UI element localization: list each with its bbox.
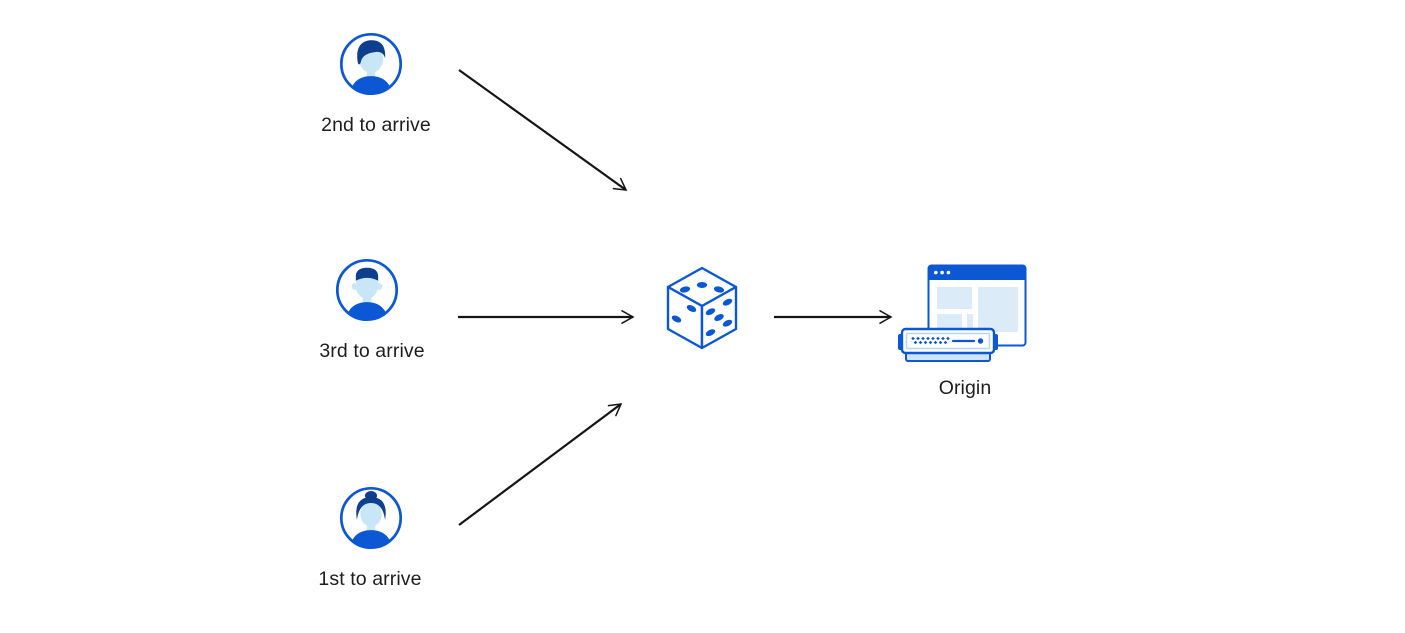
user-avatar-male-flattop-icon	[335, 258, 399, 322]
dice-icon	[666, 266, 738, 350]
arrow-first-to-dice	[458, 403, 623, 526]
arrow-second-to-dice	[458, 69, 628, 191]
user-avatar-male-swoosh-icon	[339, 32, 403, 96]
node-label-origin: Origin	[938, 377, 992, 399]
user-avatar-female-bun-icon	[339, 486, 403, 550]
server-vent-diamonds	[911, 336, 950, 345]
origin-server-browser-icon	[898, 264, 1027, 362]
dice-pips	[671, 282, 733, 337]
node-label-first: 1st to arrive	[318, 568, 422, 590]
node-label-third: 3rd to arrive	[319, 340, 425, 362]
browser-window-icon	[927, 264, 1027, 347]
server-icon	[898, 327, 998, 362]
node-label-second: 2nd to arrive	[321, 114, 431, 136]
